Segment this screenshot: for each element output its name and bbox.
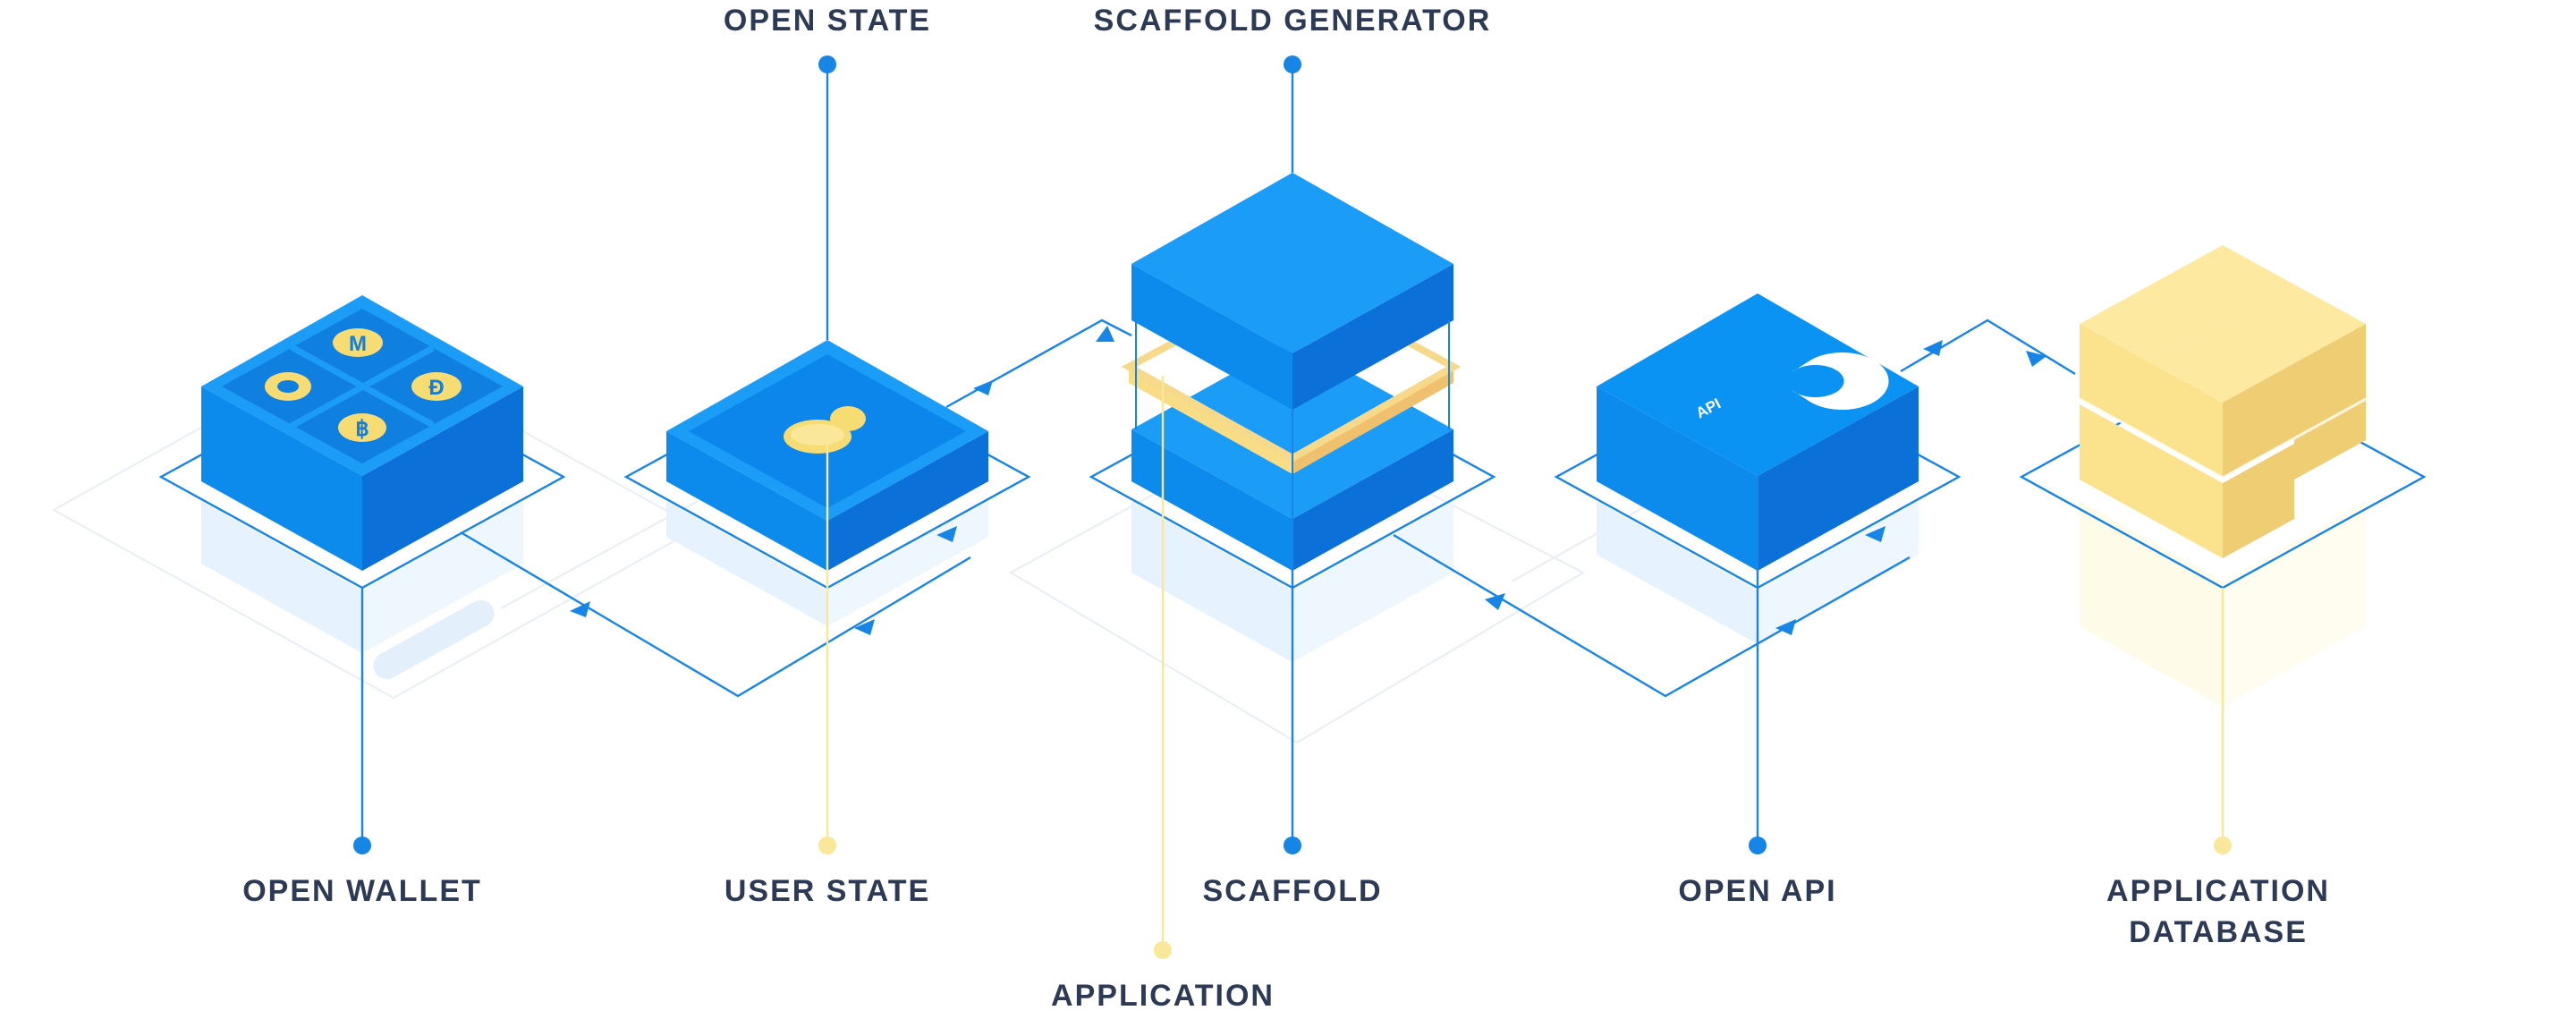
label-application-database-line1: APPLICATION <box>2106 874 2330 908</box>
open-wallet-block: M Đ ฿ <box>201 295 523 571</box>
label-scaffold: SCAFFOLD <box>1202 874 1383 908</box>
coin-hex-icon <box>265 372 311 401</box>
svg-text:฿: ฿ <box>355 417 369 441</box>
api-logo-icon <box>1792 352 1889 410</box>
label-open-wallet: OPEN WALLET <box>242 874 482 908</box>
label-application-database: APPLICATION DATABASE <box>2106 870 2330 953</box>
coin-m-icon: M <box>333 328 383 357</box>
leader-lines <box>360 64 2224 950</box>
label-open-state: OPEN STATE <box>723 4 932 38</box>
coin-bitcoin-icon: ฿ <box>338 413 386 442</box>
connector-lines <box>460 318 2076 698</box>
user-icon <box>784 406 866 454</box>
open-api-block: API <box>1597 293 1919 571</box>
svg-text:Đ: Đ <box>428 376 444 400</box>
leader-dots <box>353 55 2232 959</box>
scaffold-block <box>1121 173 1462 571</box>
connector-arrows <box>570 326 2046 635</box>
coin-dogecoin-icon: Đ <box>411 372 462 401</box>
label-scaffold-generator: SCAFFOLD GENERATOR <box>1093 4 1492 38</box>
application-database-block <box>2079 245 2367 558</box>
label-open-api: OPEN API <box>1678 874 1837 908</box>
label-user-state: USER STATE <box>724 874 931 908</box>
label-application-database-line2: DATABASE <box>2129 915 2308 949</box>
label-application: APPLICATION <box>1051 979 1275 1013</box>
svg-text:M: M <box>349 332 367 356</box>
